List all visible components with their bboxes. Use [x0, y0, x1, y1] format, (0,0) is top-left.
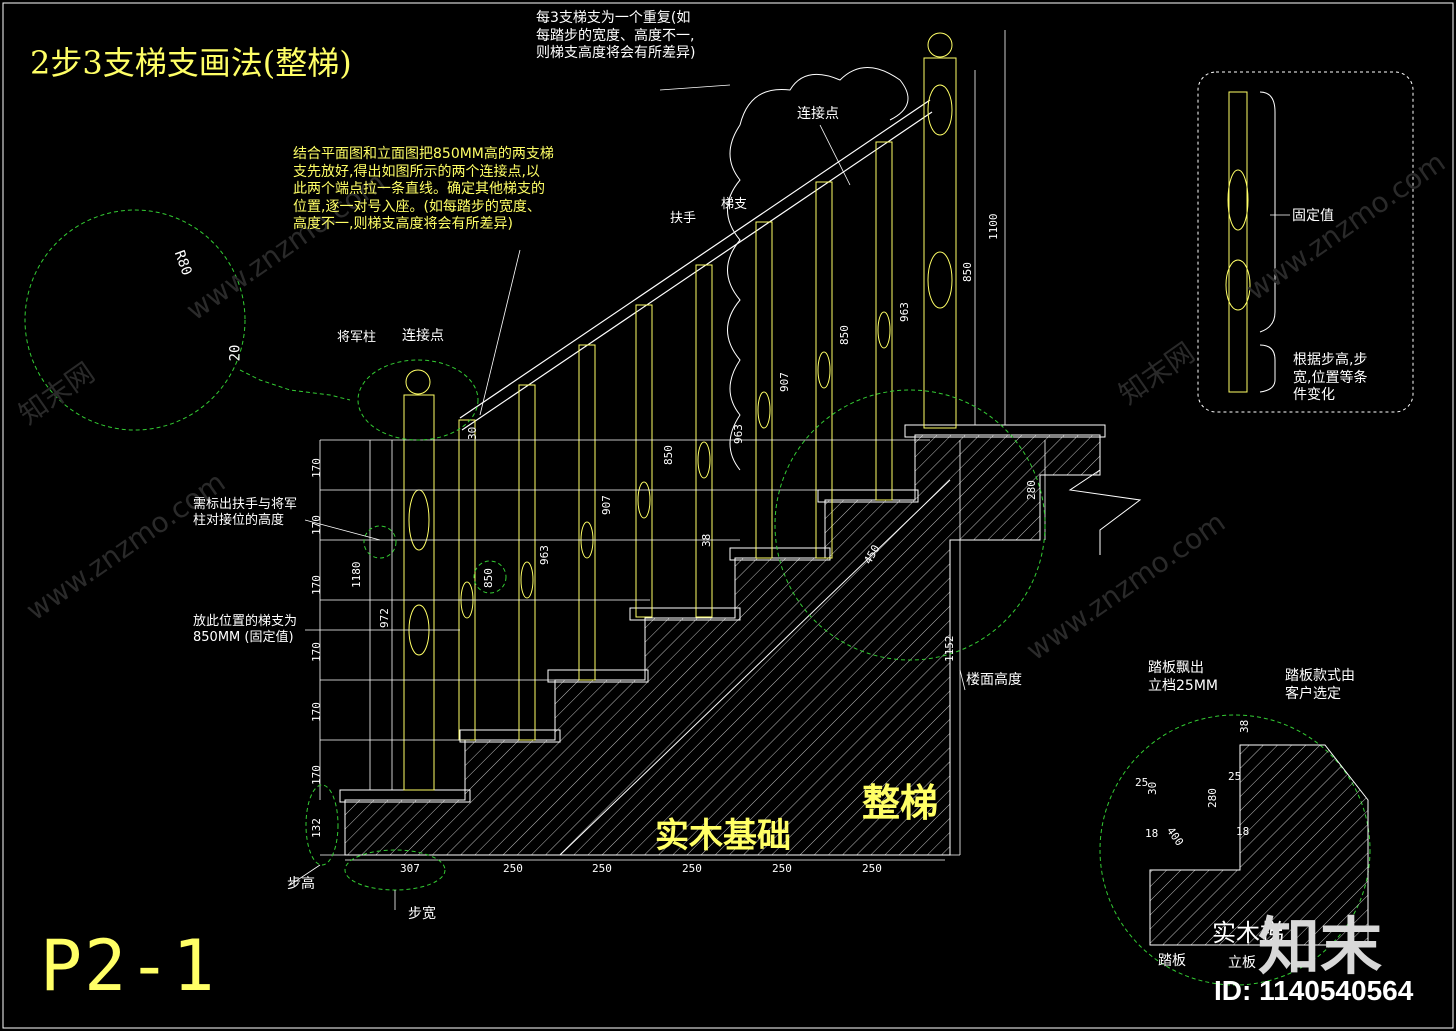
dim-v280: 280	[1025, 480, 1038, 500]
wall-break	[1068, 469, 1142, 555]
label-connect-left: 连接点	[402, 328, 444, 344]
dim-h250-1: 250	[503, 862, 523, 875]
label-baluster: 梯支	[721, 197, 748, 212]
dim-v850c: 850	[838, 325, 851, 345]
dim-h250-5: 250	[862, 862, 882, 875]
dim-v850a: 850	[482, 568, 495, 588]
dim-v170-4: 170	[310, 642, 323, 662]
dim-h250-4: 250	[772, 862, 792, 875]
dim-20: 20	[227, 344, 244, 362]
note-mark-height: 需标出扶手与将军柱对接位的高度	[193, 497, 298, 529]
dim-v1100: 1100	[987, 213, 1000, 241]
newel-post-left	[403, 369, 435, 791]
leader-lines	[289, 84, 1290, 910]
label-step-width: 步宽	[408, 906, 436, 922]
dim-v38: 38	[700, 533, 713, 547]
note-instructions: 结合平面图和立面图把850MM高的两支梯支先放好,得出如图所示的两个连接点,以此…	[293, 146, 554, 232]
label-riser: 立板	[1228, 955, 1256, 971]
cloud-outline	[727, 67, 909, 471]
label-whole-stair: 整梯	[862, 781, 939, 825]
dim-v963a: 963	[538, 545, 551, 565]
note-vary: 根据步高,步宽,位置等条件变化	[1293, 352, 1368, 403]
dim-v132: 132	[310, 818, 323, 838]
label-solid-base: 实木基础	[655, 816, 791, 856]
dim-detail-18a: 18	[1145, 827, 1159, 840]
dim-v170-5: 170	[310, 702, 323, 722]
note-tread-style: 踏板款式由客户选定	[1285, 668, 1355, 702]
note-tread-overhang: 踏板飘出立档25MM	[1148, 660, 1218, 694]
tread-detail-hatch	[1149, 744, 1369, 946]
dim-detail-25b: 25	[1228, 770, 1242, 783]
dim-detail-30: 30	[1146, 781, 1159, 795]
label-handrail: 扶手	[670, 211, 697, 226]
label-connect-top: 连接点	[797, 106, 839, 122]
dim-v907b: 907	[778, 372, 791, 392]
dim-h250-2: 250	[592, 862, 612, 875]
dim-h250-3: 250	[682, 862, 702, 875]
dim-detail-38: 38	[1238, 719, 1251, 733]
dim-v170-6: 170	[310, 765, 323, 785]
dim-v1180: 1180	[350, 561, 363, 589]
dim-v170-1: 170	[310, 458, 323, 478]
newel-post-right	[923, 32, 957, 429]
dim-v850d: 850	[961, 262, 974, 282]
baluster-detail	[1225, 91, 1276, 393]
dim-v170-2: 170	[310, 515, 323, 535]
dim-h307: 307	[400, 862, 420, 875]
label-newel: 将军柱	[337, 330, 377, 345]
note-repeat: 每3支梯支为一个重复(如每踏步的宽度、高度不一,则梯支高度将会有所差异)	[536, 10, 696, 61]
dim-v1152: 1152	[943, 635, 956, 663]
dim-v30: 30	[466, 426, 479, 440]
page-id: P2-1	[40, 925, 217, 1007]
drawing-title: 2步3支梯支画法(整梯)	[30, 44, 352, 82]
stair-body-hatch	[344, 434, 1101, 856]
handrail-top	[459, 99, 931, 419]
label-fixed-value: 固定值	[1292, 208, 1334, 224]
dim-detail-18b: 18	[1236, 825, 1250, 838]
label-step-height: 步高	[287, 876, 315, 892]
image-id: ID: 1140540564	[1214, 975, 1414, 1006]
dim-v907a: 907	[600, 495, 613, 515]
dim-v963b: 963	[732, 424, 745, 444]
label-tread: 踏板	[1158, 953, 1186, 969]
dim-v170-3: 170	[310, 575, 323, 595]
dim-v972: 972	[378, 608, 391, 628]
dim-detail-280: 280	[1206, 788, 1219, 808]
label-solid-stair-detail: 实木梯	[1212, 919, 1284, 947]
dim-detail-25a: 25	[1135, 776, 1149, 789]
dim-v963c: 963	[898, 302, 911, 322]
handrail-bottom	[461, 111, 933, 431]
brand-logo: 知末	[1258, 910, 1383, 983]
dim-v850b: 850	[662, 445, 675, 465]
label-floor-height: 楼面高度	[966, 672, 1022, 688]
dim-lines	[319, 30, 1046, 861]
stair-underside	[559, 479, 951, 856]
